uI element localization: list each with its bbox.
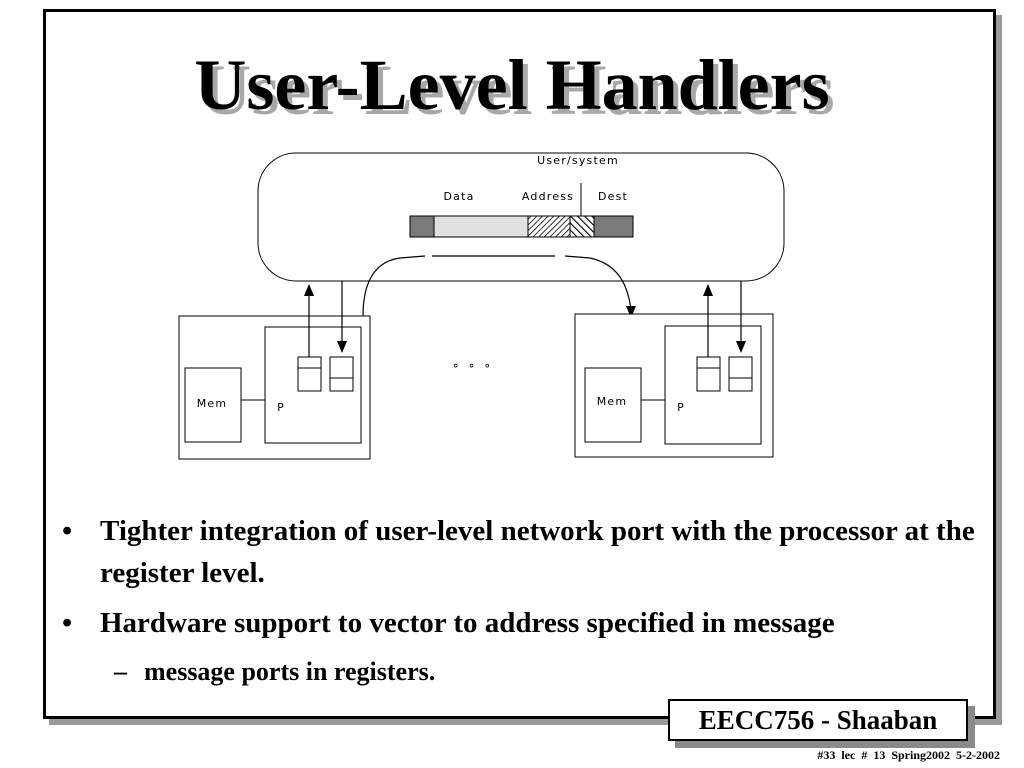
proc-label-left: P bbox=[277, 401, 285, 414]
mem-label-left: Mem bbox=[197, 397, 228, 410]
route-arrowhead bbox=[626, 306, 636, 318]
slide-title: User-Level Handlers bbox=[194, 45, 830, 125]
field-label-dest: Dest bbox=[598, 190, 628, 203]
mem-label-right: Mem bbox=[597, 395, 628, 408]
message-bar bbox=[409, 215, 634, 238]
node-right bbox=[574, 281, 774, 458]
bullet-marker: • bbox=[62, 515, 73, 547]
slide-frame bbox=[43, 9, 996, 719]
slide-footer: #33 lec # 13 Spring2002 5-2-2002 bbox=[817, 748, 1000, 762]
network-label: User/system bbox=[537, 154, 619, 167]
node-ellipsis: ° ° ° bbox=[453, 362, 494, 376]
bullet-text: Hardware support to vector to address sp… bbox=[100, 607, 835, 639]
bullet-marker: • bbox=[62, 607, 73, 639]
sub-bullet-marker: – bbox=[114, 657, 127, 686]
proc-label-right: P bbox=[677, 401, 685, 414]
sub-bullet-item: – message ports in registers. bbox=[62, 652, 982, 692]
course-badge: EECC756 - Shaaban bbox=[668, 699, 968, 741]
field-label-address: Address bbox=[522, 190, 574, 203]
bullet-list: • Tighter integration of user-level netw… bbox=[62, 510, 982, 692]
bullet-text: Tighter integration of user-level networ… bbox=[100, 515, 975, 589]
bullet-item: • Tighter integration of user-level netw… bbox=[62, 510, 982, 594]
field-label-data: Data bbox=[443, 190, 474, 203]
sub-bullet-text: message ports in registers. bbox=[144, 657, 436, 686]
bullet-item: • Hardware support to vector to address … bbox=[62, 602, 982, 644]
node-left bbox=[178, 281, 371, 460]
message-route bbox=[362, 255, 632, 317]
